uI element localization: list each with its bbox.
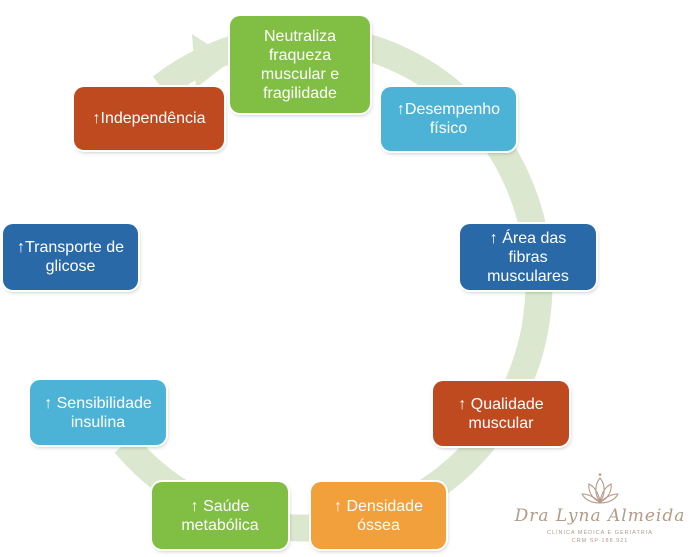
node-label: Neutraliza fraqueza muscular e fragilida… <box>260 27 340 102</box>
lotus-icon <box>581 473 619 504</box>
logo-name: Dra Lyna Almeida <box>514 506 686 526</box>
logo: Dra Lyna Almeida CLÍNICA MÉDICA E GERIAT… <box>512 470 688 552</box>
node-densidade-ossea: ↑ Densidade óssea <box>311 482 446 549</box>
logo-crm: CRM SP 188.921 <box>571 538 629 544</box>
node-independencia: ↑Independência <box>74 87 224 150</box>
node-label: ↑ Sensibilidade insulina <box>44 394 152 431</box>
node-transporte-glicose: ↑Transporte de glicose <box>3 224 138 290</box>
node-saude-metabolica: ↑ Saúde metabólica <box>152 482 288 549</box>
node-neutraliza-fraqueza: Neutraliza fraqueza muscular e fragilida… <box>230 16 370 113</box>
node-area-fibras: ↑ Área das fibras musculares <box>460 224 596 290</box>
node-label: ↑ Saúde metabólica <box>181 497 259 534</box>
node-label: ↑ Qualidade muscular <box>458 395 544 432</box>
node-qualidade-muscular: ↑ Qualidade muscular <box>433 381 569 446</box>
node-label: ↑Desempenho físico <box>396 101 501 137</box>
node-label: ↑Independência <box>92 110 206 127</box>
node-desempenho-fisico: ↑Desempenho físico <box>381 87 516 151</box>
node-label: ↑ Densidade óssea <box>334 497 423 534</box>
logo-subtitle: CLÍNICA MÉDICA E GERIATRIA <box>547 530 653 536</box>
node-sensibilidade-insulina: ↑ Sensibilidade insulina <box>30 380 166 445</box>
node-label: ↑Transporte de glicose <box>16 239 124 275</box>
node-label: ↑ Área das fibras musculares <box>487 229 569 285</box>
